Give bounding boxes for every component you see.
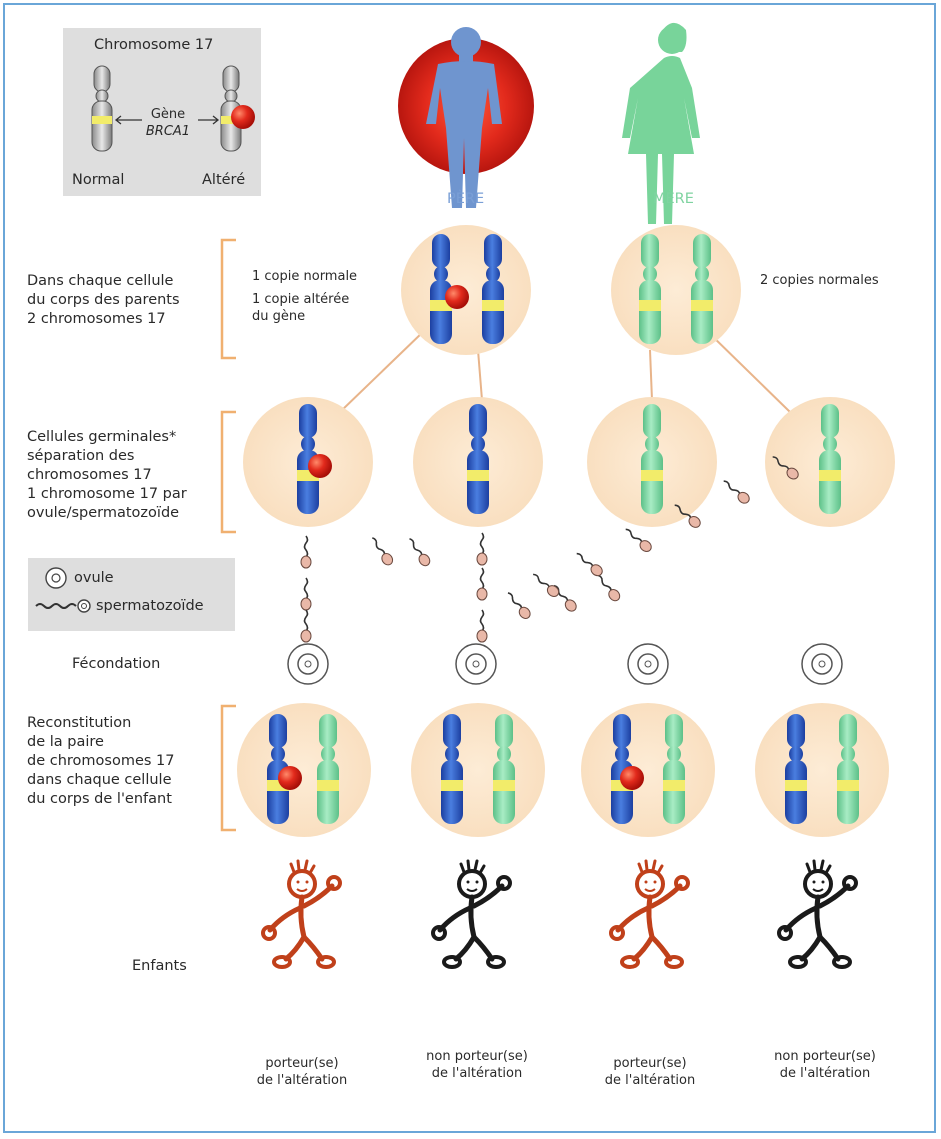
child-status-line: porteur(se) [613,1056,687,1071]
ovum-3 [627,643,669,685]
child-status-3: porteur(se) de l'altération [590,1055,710,1089]
row-label-line: ovule/spermatozoïde [27,505,180,521]
row-label-line: séparation des [27,448,135,464]
row-label-line: du corps de l'enfant [27,791,172,807]
father-copies-line: du gène [252,309,306,324]
father-copies-line: 1 copie altérée [252,292,350,307]
child-cell-1 [237,703,371,837]
alteration-marker-icon [231,105,255,129]
arrow-left-icon [114,115,142,125]
child-cell-3 [581,703,715,837]
child-status-line: de l'altération [256,1073,348,1088]
child-status-1: porteur(se) de l'altération [242,1055,362,1089]
father-icon [426,27,502,208]
sperm-trail-4 [503,571,623,622]
row-label-line: Reconstitution [27,715,132,731]
row-label-fertilization: Fécondation [72,656,161,672]
mother-cell [611,225,741,355]
ovum-legend-icon [45,567,67,589]
ovum-1 [287,643,329,685]
mother-copies-text: 2 copies normales [760,273,879,288]
child-cell-2 [411,703,545,837]
mother-label: MÈRE [653,191,694,207]
arrow-right-icon [198,115,220,125]
bracket-reconstitution [220,704,236,832]
sperm-legend-label: spermatozoïde [96,598,204,614]
child-non-carrier-4 [779,861,856,967]
bracket-germ-cells [220,410,236,534]
row-label-line: 2 chromosomes 17 [27,311,166,327]
sperm-legend-icon [35,599,91,613]
ovum-4 [801,643,843,685]
mother-icon [622,22,700,224]
row-label-line: dans chaque cellule [27,772,172,788]
gene-label-word: Gène [150,107,186,122]
ovum-2 [455,643,497,685]
child-non-carrier-2 [433,861,510,967]
father-copies-text: 1 copie normale 1 copie altérée du gène [252,268,357,325]
sperm-trail-3 [476,532,488,643]
row-label-line: de chromosomes 17 [27,753,175,769]
child-status-line: non porteur(se) [426,1049,528,1064]
gene-name: BRCA1 [145,124,191,139]
row-label-line: Cellules germinales* [27,429,177,445]
sperm-trail-1 [300,535,312,643]
altered-label: Altéré [202,172,246,188]
child-status-line: non porteur(se) [774,1049,876,1064]
child-status-line: de l'altération [431,1066,523,1081]
row-label-line: de la paire [27,734,104,750]
child-carrier-1 [263,861,340,967]
gene-label: Gène BRCA1 [138,106,198,140]
child-status-2: non porteur(se) de l'altération [412,1048,542,1082]
father-label: PÈRE [447,191,485,207]
child-carrier-3 [611,861,688,967]
row-label-line: chromosomes 17 [27,467,152,483]
row-label-germ-cells: Cellules germinales* séparation des chro… [27,428,187,523]
father-copies-line: 1 copie normale [252,269,358,284]
child-status-line: de l'altération [604,1073,696,1088]
child-status-4: non porteur(se) de l'altération [760,1048,890,1082]
normal-chromosome-icon [91,65,113,152]
ovum-legend-label: ovule [74,570,114,586]
sperm-trail-2 [367,534,433,569]
child-status-line: de l'altération [779,1066,871,1081]
row-label-line: Dans chaque cellule [27,273,174,289]
bracket-body-cells [220,238,236,360]
child-cell-4 [755,703,889,837]
lineage-lines [339,329,791,413]
legend-chromosome-title: Chromosome 17 [94,37,214,53]
row-label-line: du corps des parents [27,292,180,308]
row-label-reconstitution: Reconstitution de la paire de chromosome… [27,714,175,809]
row-label-line: 1 chromosome 17 par [27,486,187,502]
row-label-body-cells: Dans chaque cellule du corps des parents… [27,272,180,329]
child-status-line: porteur(se) [265,1056,339,1071]
normal-label: Normal [72,172,125,188]
row-label-children: Enfants [132,958,187,974]
